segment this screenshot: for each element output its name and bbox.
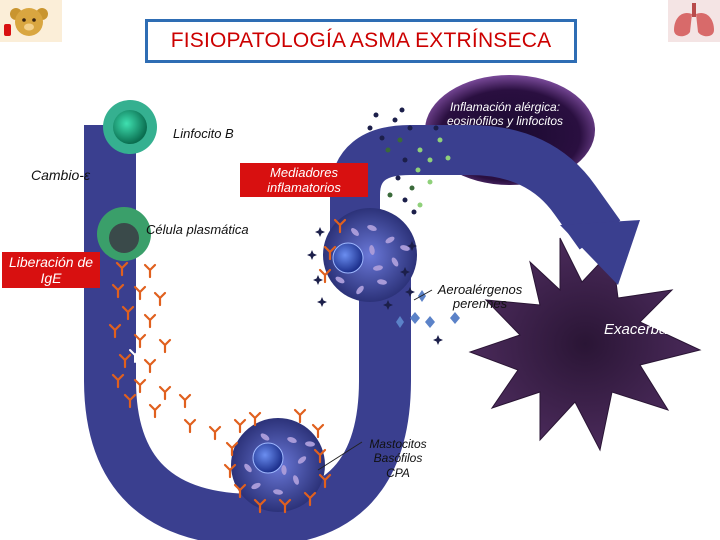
label-linfocito-b: Linfocito B [173,126,234,141]
label-inflamacion: Inflamación alérgica: eosinófilos y linf… [446,100,564,128]
pointer-aeroalergenos [413,289,433,301]
pathway-band [84,125,411,540]
lungs-icon [668,0,720,42]
page-title: FISIOPATOLOGÍA ASMA EXTRÍNSECA [145,19,577,63]
label-cambio-e: Cambio-ε [31,167,91,183]
pathway-arrowhead [560,220,640,285]
ige-antibodies-white [129,349,186,388]
exacerbacion-starburst [468,237,702,452]
label-liberacion-ige: Liberación de IgE [2,252,100,288]
celula-plasmatica-nucleus [109,223,139,253]
pointer-mastocitos [317,441,363,471]
mastocito-lower-nucleus [252,442,284,474]
linfocito-b-nucleus [113,110,147,144]
label-aeroalergenos: Aeroalérgenos perennes [437,282,523,311]
teddy-bear-icon [0,0,62,42]
eosinophil-dots [367,107,451,215]
mastocito-upper-cell [323,208,417,302]
label-mastocitos: Mastocitos [369,437,427,451]
label-mediadores: Mediadores inflamatorios [240,163,368,197]
aeroalergenos-light-particles [396,290,460,328]
mastocito-upper-nucleus [332,242,364,274]
label-cpa: CPA [386,466,410,480]
label-exacerbacion: Exacerbación [604,321,695,338]
label-celula-plasmatica: Célula plasmática [146,222,249,237]
label-basofilos: Basófilos [373,451,423,465]
page-title-text: FISIOPATOLOGÍA ASMA EXTRÍNSECA [170,29,552,52]
